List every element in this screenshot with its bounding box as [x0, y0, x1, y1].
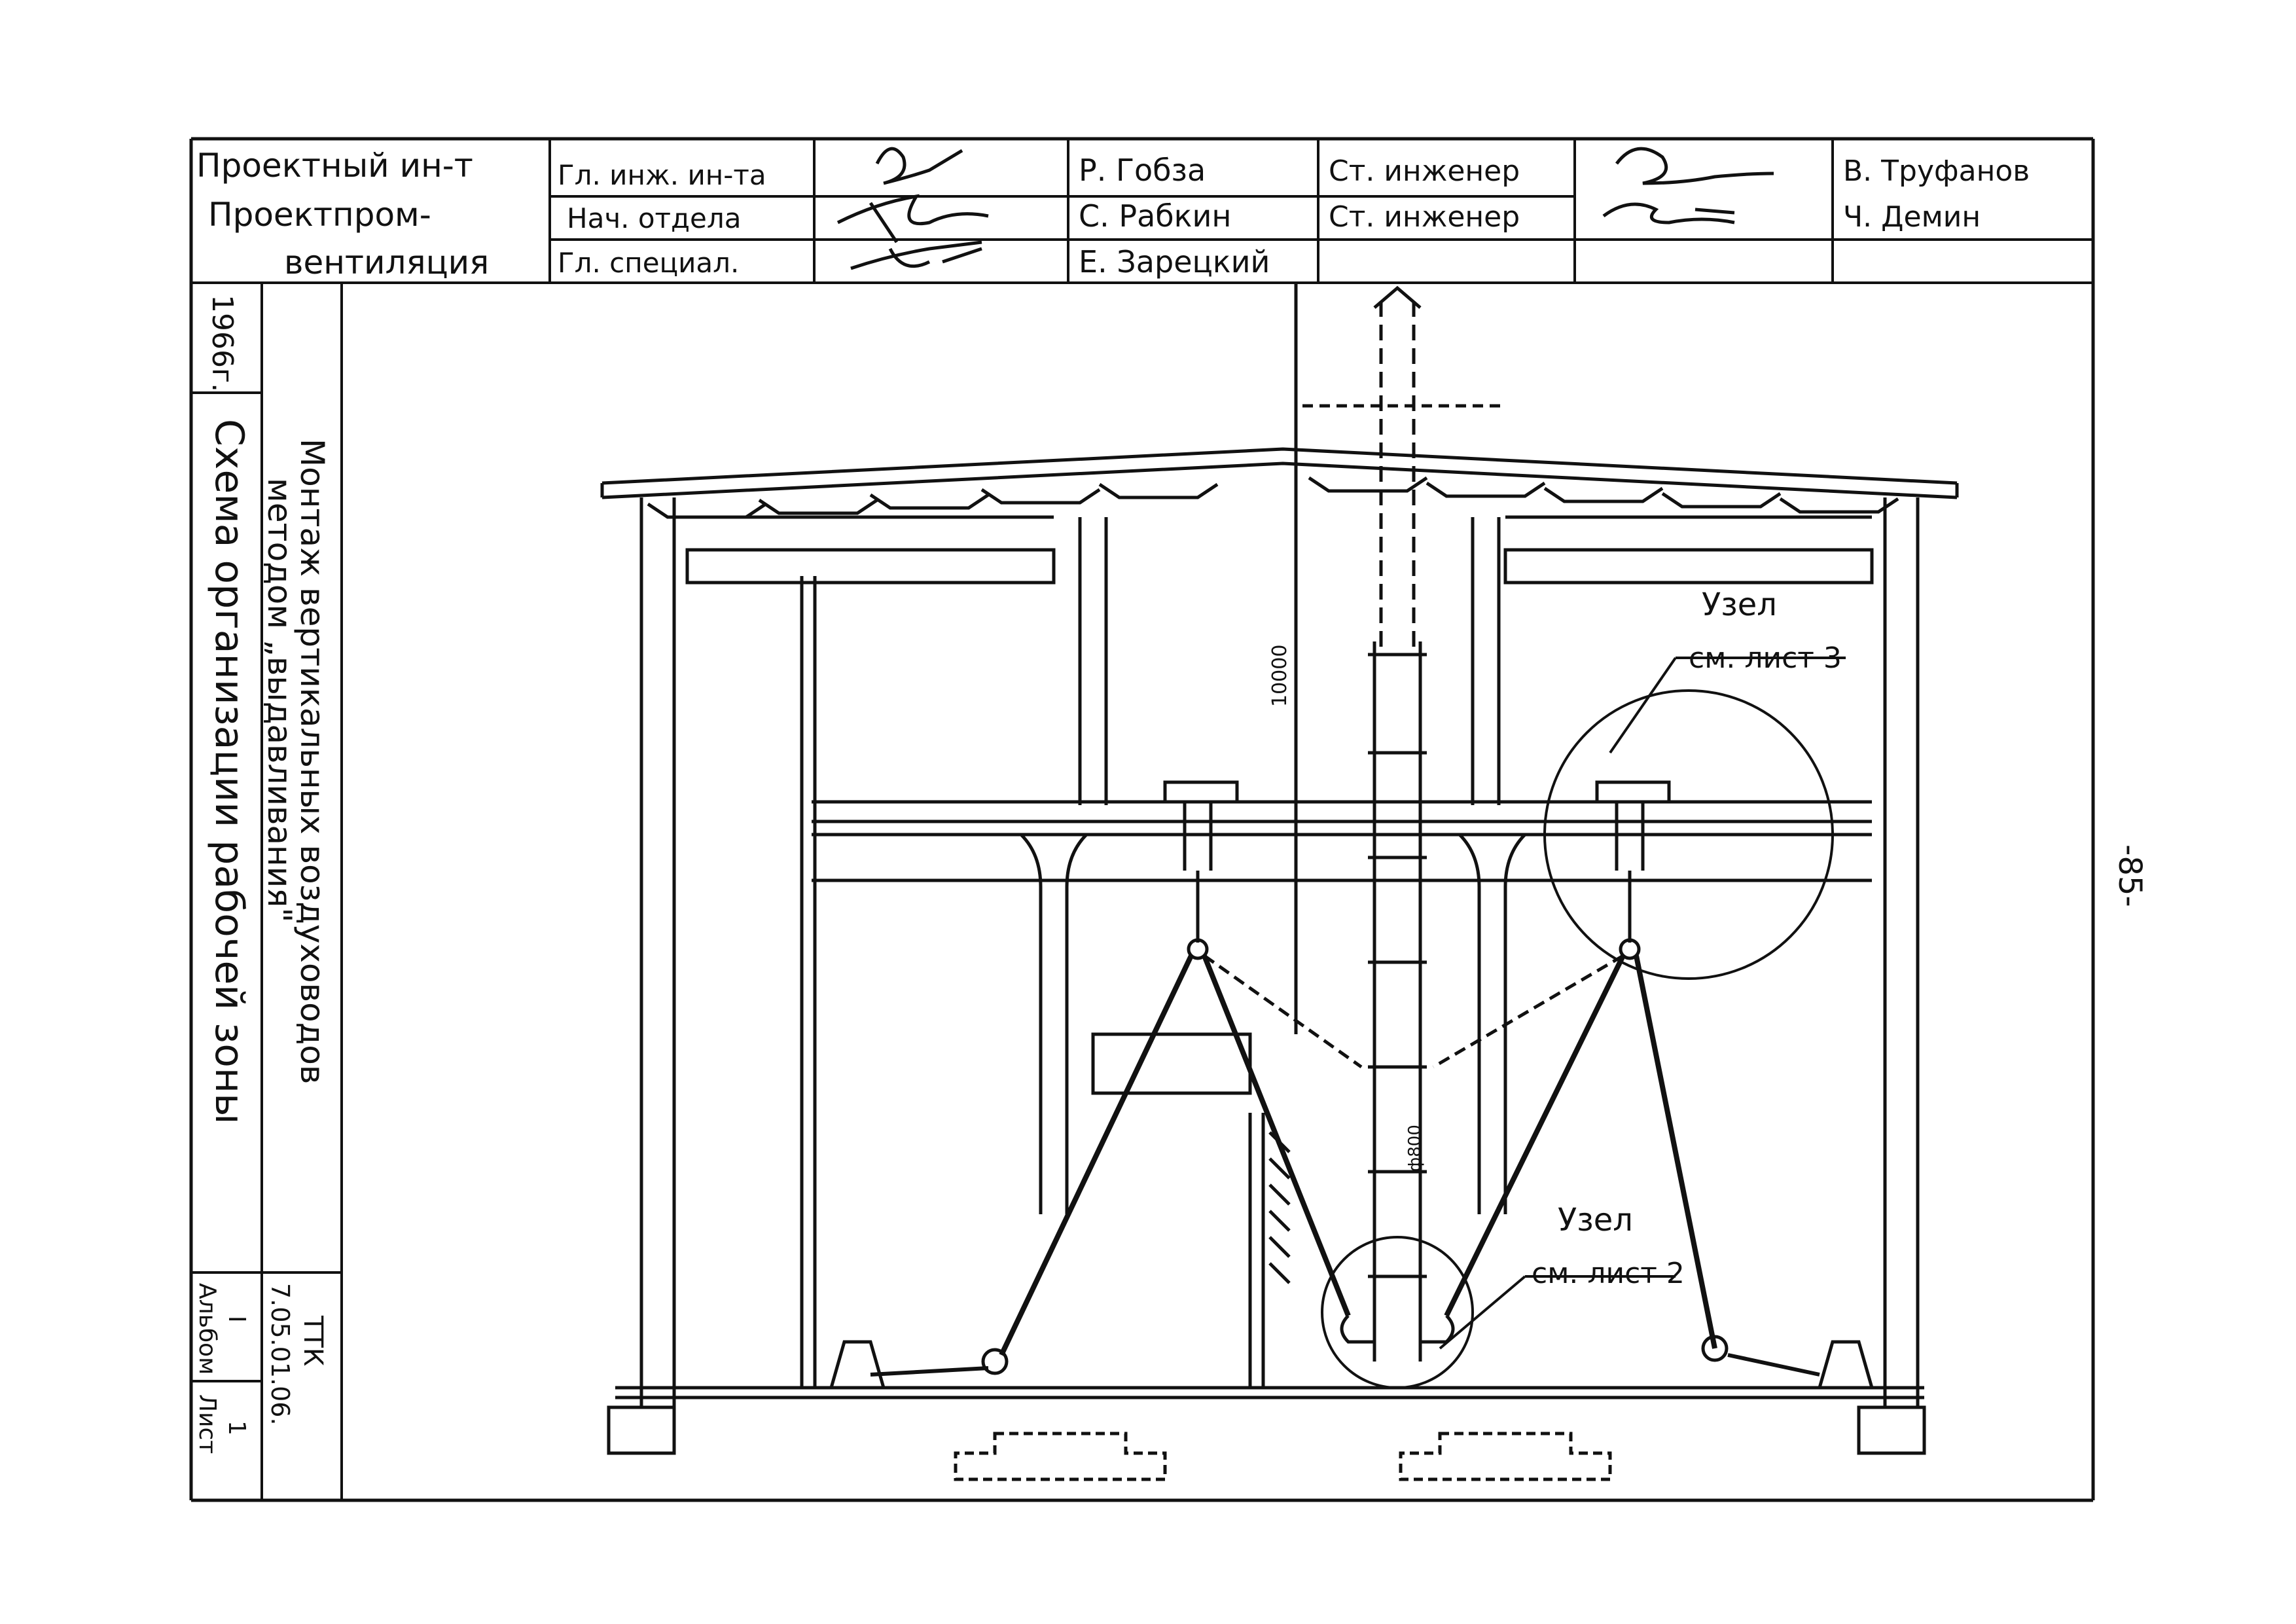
subject-line-2: методом „выдавливания" [260, 478, 298, 922]
role-chief-specialist: Гл. специал. [558, 247, 739, 279]
role-senior-engineer-1: Ст. инженер [1329, 154, 1520, 188]
role-senior-engineer-2: Ст. инженер [1329, 200, 1520, 234]
signature-marks [836, 147, 1774, 270]
building-structure [600, 447, 1959, 1481]
name-rabkin: С. Рабкин [1079, 198, 1231, 234]
code-line-1: ТТК [298, 1315, 328, 1366]
side-strip-grid [191, 283, 343, 1500]
org-line-2: Проектпром- [208, 196, 431, 234]
drawing-frame [189, 137, 2095, 1502]
sheet-value: 1 [223, 1420, 250, 1435]
node-top-label: Узел [1702, 586, 1777, 623]
role-department-head: Нач. отдела [567, 202, 741, 234]
subject-line-1: Монтаж вертикальных воздуховодов [293, 439, 331, 1084]
detail-callouts [1321, 657, 1846, 1389]
node-bottom-label: Узел [1558, 1202, 1633, 1238]
org-line-1: Проектный ин-т [196, 147, 473, 185]
node-bottom-ref: см. лист 2 [1532, 1257, 1685, 1290]
album-label: Альбом [194, 1283, 221, 1375]
height-dimension: 10000 [1268, 645, 1291, 707]
title-block-grid [191, 139, 2093, 284]
node-top-ref: см. лист 3 [1689, 641, 1842, 675]
diameter-dimension: ф800 [1405, 1125, 1425, 1172]
role-chief-engineer: Гл. инж. ин-та [558, 159, 766, 191]
drawing-title: Схема организации рабочей зоны [206, 419, 252, 1125]
sheet-label: Лист [194, 1394, 221, 1454]
name-demin: Ч. Демин [1843, 200, 1981, 234]
rigging [870, 780, 1820, 1377]
name-zaretsky: Е. Зарецкий [1079, 244, 1270, 280]
page-number: -85- [2111, 844, 2148, 907]
name-gobza: Р. Гобза [1079, 153, 1206, 188]
name-trufanov: В. Труфанов [1843, 154, 2030, 188]
org-line-3: вентиляция [284, 244, 489, 281]
code-line-2: 7.05.01.06. [266, 1283, 295, 1426]
year-label: 1966г. [206, 295, 239, 392]
album-value: I [223, 1316, 250, 1323]
